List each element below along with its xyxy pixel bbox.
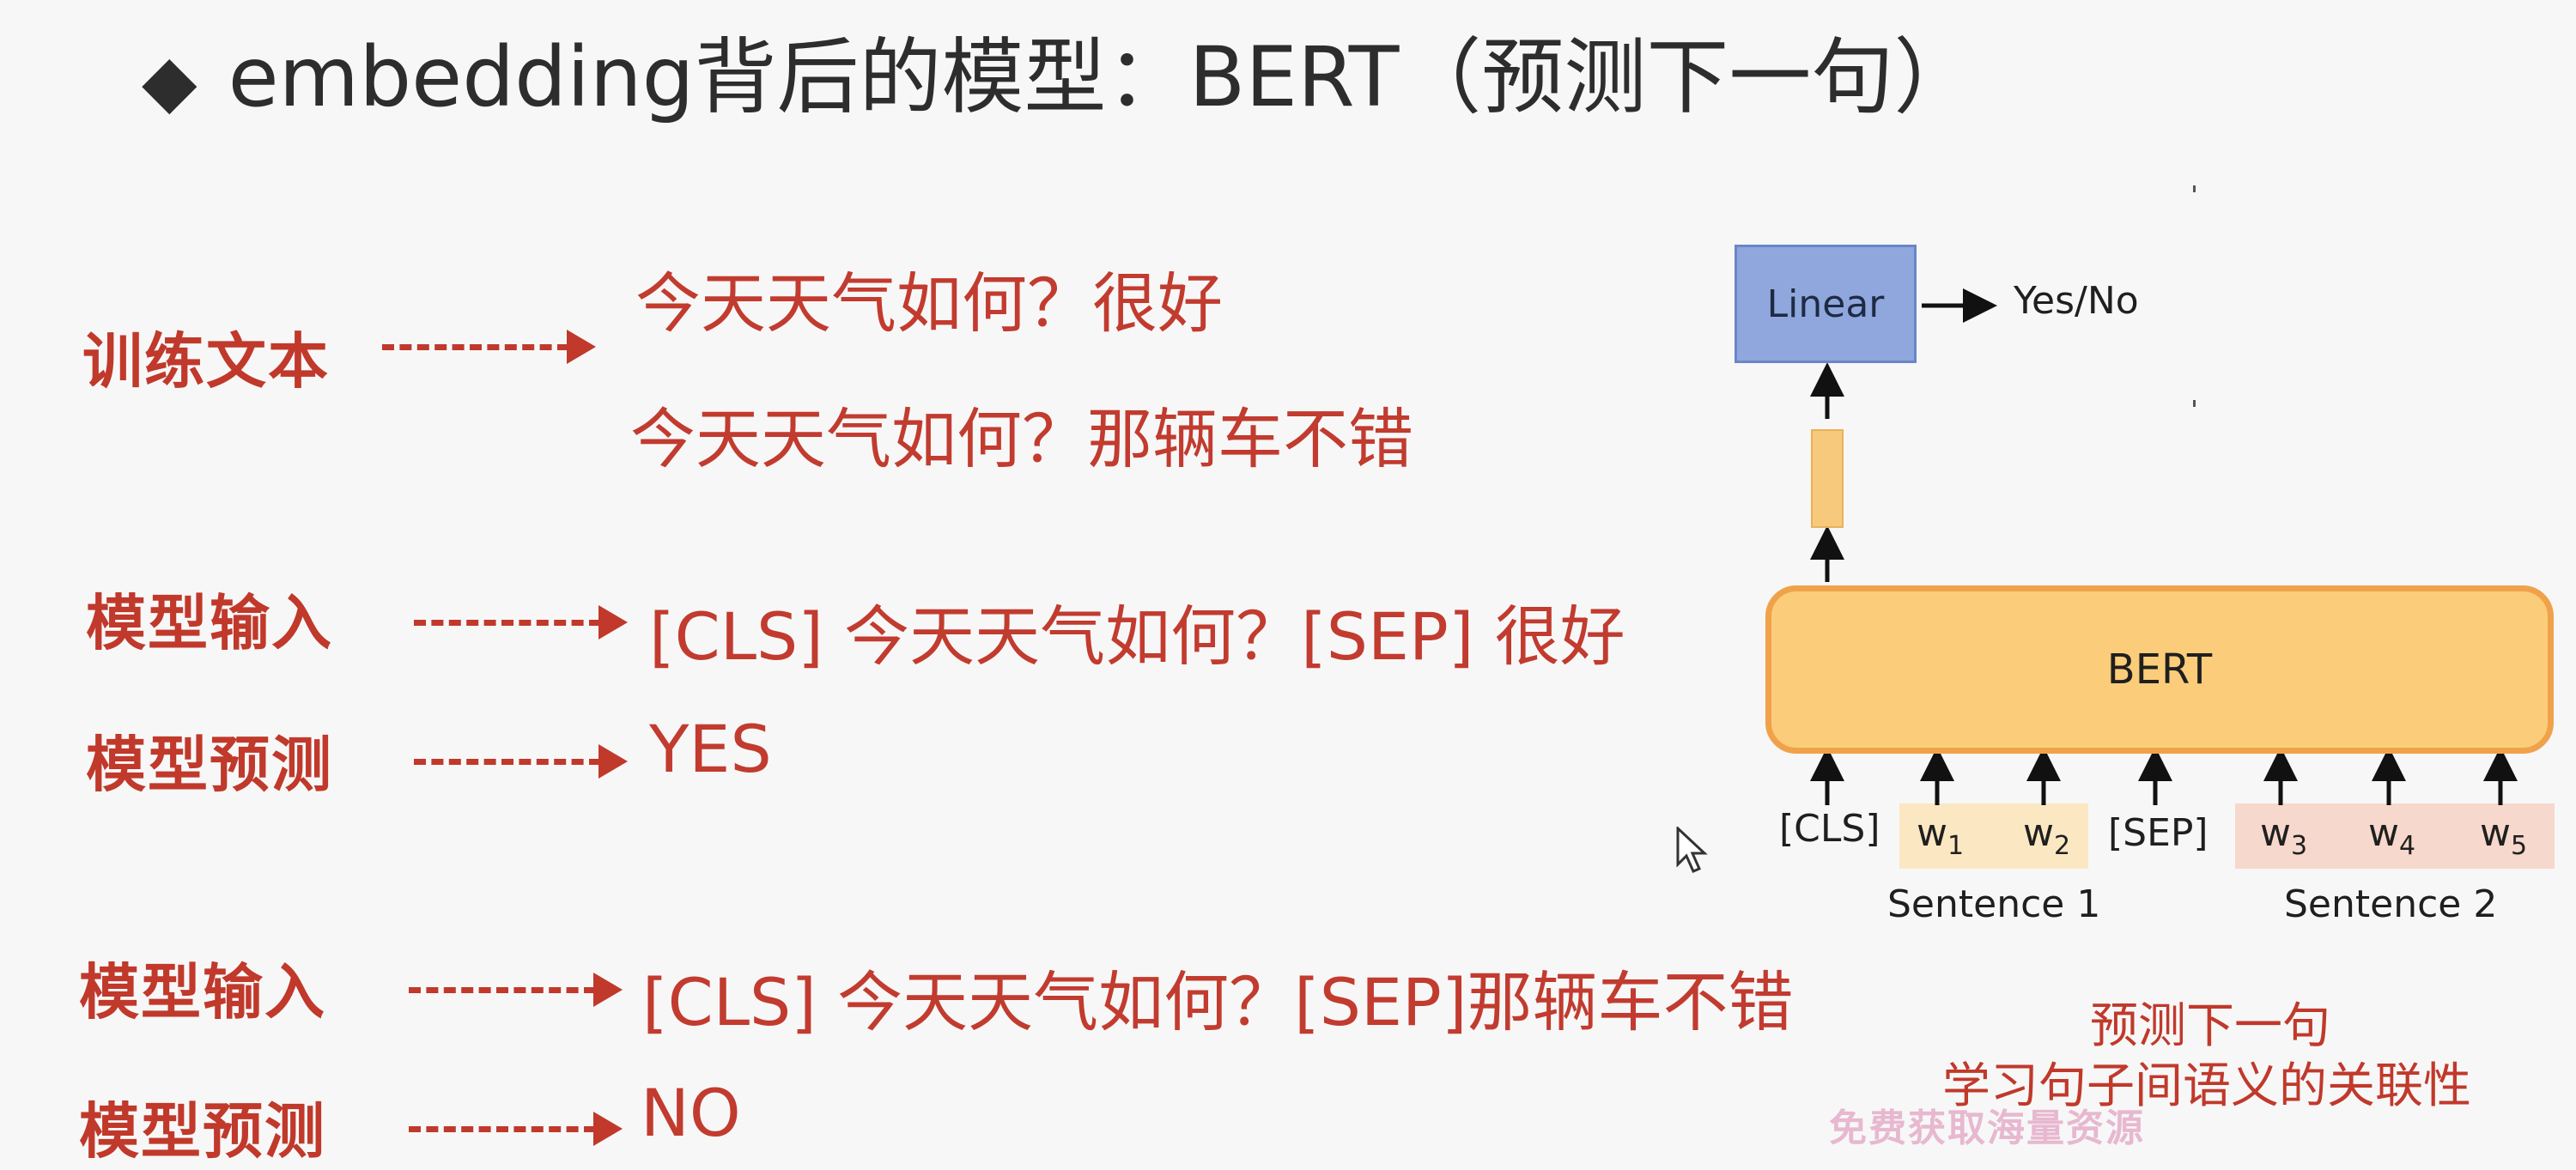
dashed-arrow-line [414,620,601,626]
output-label: Yes/No [2014,279,2139,323]
arrow-head-icon [593,1112,623,1146]
token-w3: w3 [2260,811,2308,861]
diamond-bullet-icon: ◆ [142,39,197,123]
token-w2: w2 [2023,811,2071,861]
model-input-label-1: 模型输入 [86,588,333,658]
arrow-head-icon [598,605,628,640]
dashed-arrow-line [414,759,601,765]
caption-line-1: 预测下一句 [2090,998,2330,1054]
sentence-1-label: Sentence 1 [1887,882,2101,926]
arrow-head-icon [593,973,623,1007]
cls-embedding-vector [1811,429,1844,528]
model-input-text-2: [CLS] 今天天气如何？[SEP]那辆车不错 [642,964,1794,1040]
model-input-label-2: 模型输入 [79,957,326,1028]
linear-layer-label: Linear [1766,282,1885,326]
bert-model-label: BERT [2106,646,2213,694]
mouse-cursor-icon [1674,825,1709,885]
token-w5: w5 [2480,811,2528,861]
model-predict-text-1: YES [649,711,772,787]
model-predict-label-1: 模型预测 [86,730,333,800]
arrow-head-icon [567,330,596,364]
dashed-arrow-line [382,344,569,350]
token-w4: w4 [2368,811,2416,861]
token-w1: w1 [1917,811,1965,861]
linear-layer-box [1735,245,1917,363]
model-predict-text-2: NO [641,1075,741,1151]
token-sep: [SEP] [2108,811,2208,855]
model-input-text-1: [CLS] 今天天气如何？[SEP] 很好 [649,598,1625,675]
training-text-line-1: 今天天气如何？很好 [635,265,1223,342]
training-text-label: 训练文本 [82,326,330,397]
slide-title: ◆ embedding背后的模型：BERT（预测下一句） [142,26,1976,132]
title-text: embedding背后的模型：BERT（预测下一句） [228,29,1977,125]
caption-line-2: 学习句子间语义的关联性 [1942,1058,2471,1114]
bert-model-box [1765,585,2554,754]
sentence-2-highlight [2235,803,2555,869]
dashed-arrow-line [409,1126,596,1132]
arrow-head-icon [598,744,628,779]
sentence-1-highlight [1899,803,2088,869]
dashed-arrow-line [409,987,596,993]
training-text-line-2: 今天天气如何？那辆车不错 [630,401,1413,477]
model-predict-label-2: 模型预测 [79,1096,326,1167]
tick-mark [2193,400,2196,407]
tick-mark [2193,185,2196,192]
token-cls: [CLS] [1779,807,1880,851]
watermark-text: 免费获取海量资源 [1829,1106,2145,1150]
sentence-2-label: Sentence 2 [2284,882,2498,926]
